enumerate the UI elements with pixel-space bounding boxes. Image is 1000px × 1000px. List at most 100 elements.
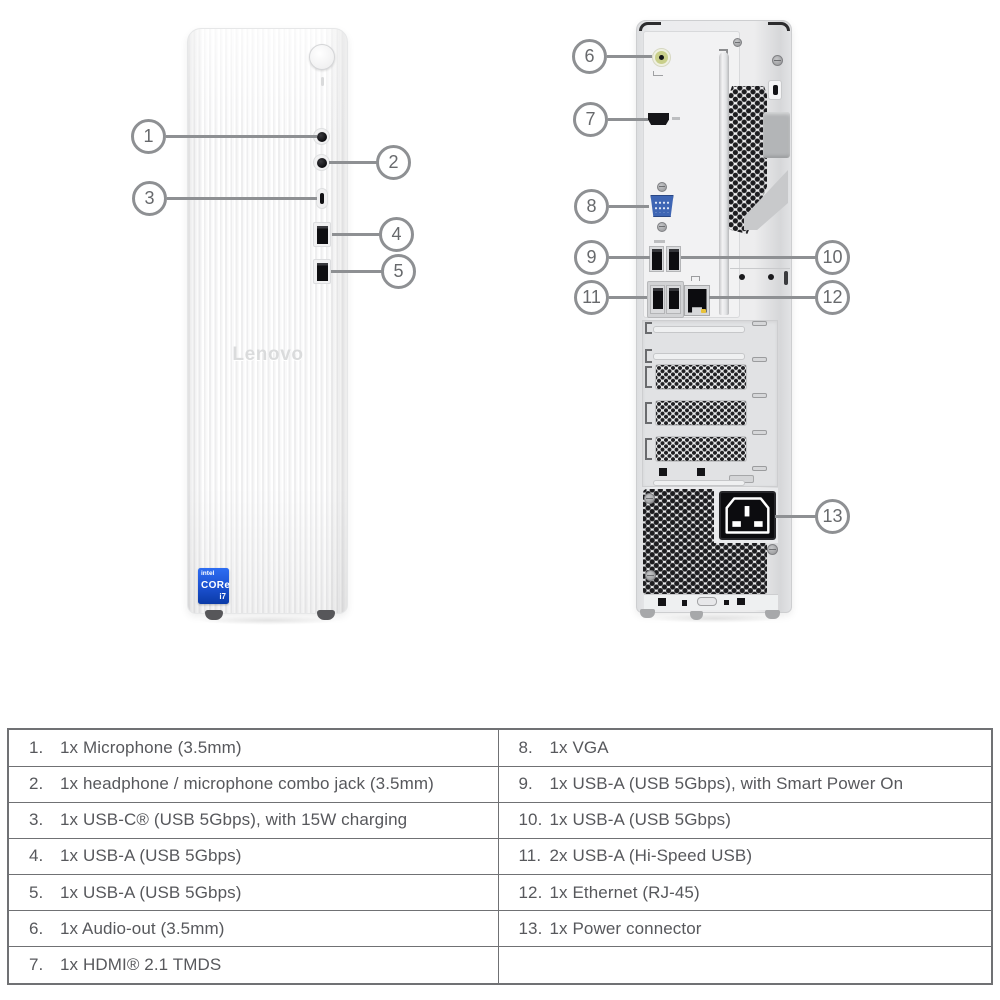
legend-num-12: 12.: [518, 882, 543, 902]
slot-screw-tab-2: [752, 357, 767, 362]
seam-screw-right: [768, 274, 774, 280]
legend-num-10: 10.: [518, 810, 543, 830]
legend-text-4: 1x USB-A (USB 5Gbps): [60, 846, 242, 866]
slot-bracket-4: [645, 402, 652, 424]
leader-line-12: [709, 296, 816, 299]
expansion-slot-strip-2: [653, 353, 745, 360]
side-panel-latch: [763, 112, 790, 158]
back-foot-center: [690, 611, 703, 620]
back-tower-shadow: [646, 614, 784, 623]
front-tower-shadow: [197, 616, 339, 625]
callout-11-number: 11: [582, 287, 601, 307]
legend-cell-9: 9. 1x USB-A (USB 5Gbps), with Smart Power…: [497, 765, 993, 803]
slot-screw-tab-3: [752, 393, 767, 398]
callout-12: 12: [815, 280, 850, 315]
lenovo-logo: Lenovo: [232, 344, 304, 365]
usb-a-port-5: [313, 259, 331, 284]
legend-row-6: 6.1x Audio-out (3.5mm) 13.1x Power conne…: [7, 910, 993, 948]
usb-a-hispeed-port-left: [650, 285, 665, 314]
leader-line-2: [329, 161, 378, 164]
usb-a-port-9: [649, 246, 664, 272]
slot-bracket-1: [645, 322, 652, 334]
legend-num-8: 8.: [518, 737, 533, 757]
back-foot-right: [765, 610, 780, 619]
legend-cell-8: 8.1x VGA: [497, 728, 993, 767]
slot-bracket-2: [645, 349, 652, 363]
legend-text-3: 1x USB-C® (USB 5Gbps), with 15W charging: [60, 810, 408, 830]
screw-top-center: [733, 38, 742, 47]
legend-num-2: 2.: [29, 774, 44, 794]
usb-a-port-10: [666, 246, 681, 272]
slot-bracket-5: [645, 438, 652, 460]
legend-text-9: 1x USB-A (USB 5Gbps), with Smart Power O…: [549, 774, 904, 794]
callout-5-number: 5: [393, 261, 404, 281]
back-top-right-corner-accent: [768, 22, 790, 31]
expansion-screw-right: [697, 468, 705, 476]
usb-c-port: [316, 188, 328, 209]
side-edge-slot: [784, 271, 788, 285]
legend-cell-7: 7.1x HDMI® 2.1 TMDS: [7, 946, 499, 985]
power-button: [309, 44, 335, 70]
legend-num-11: 11.: [518, 846, 542, 866]
back-foot-left: [640, 609, 655, 618]
psu-screw-bottom-left: [645, 570, 656, 581]
callout-3: 3: [132, 181, 167, 216]
back-top-left-corner-accent: [639, 22, 661, 31]
legend-row-2: 2.1x headphone / microphone combo jack (…: [7, 765, 993, 803]
legend-row-5: 5.1x USB-A (USB 5Gbps) 12.1x Ethernet (R…: [7, 874, 993, 912]
legend-cell-2: 2.1x headphone / microphone combo jack (…: [7, 765, 499, 803]
legend-row-4: 4.1x USB-A (USB 5Gbps) 11.2x USB-A (Hi-S…: [7, 837, 993, 876]
power-led-slit: [321, 77, 324, 86]
front-foot-right: [317, 610, 335, 620]
leader-line-9: [609, 256, 650, 259]
intel-badge-brand: intel: [201, 570, 215, 577]
callout-7: 7: [573, 102, 608, 137]
legend-cell-13: 13.1x Power connector: [497, 910, 993, 948]
legend-text-13: 1x Power connector: [549, 918, 702, 938]
expansion-slot-strip-1: [653, 326, 745, 333]
callout-4-number: 4: [391, 224, 402, 244]
legend-text-5: 1x USB-A (USB 5Gbps): [60, 882, 242, 902]
callout-6: 6: [572, 39, 607, 74]
callout-2-number: 2: [388, 152, 399, 172]
callout-2: 2: [376, 145, 411, 180]
front-tower: [187, 28, 348, 614]
legend-num-9: 9.: [518, 774, 533, 794]
callout-8-number: 8: [586, 196, 597, 216]
legend-row-7: 7.1x HDMI® 2.1 TMDS: [7, 946, 993, 985]
callout-11: 11: [574, 280, 609, 315]
vga-port: [650, 195, 674, 217]
intel-badge-i7: i7: [219, 592, 226, 601]
leader-line-13: [775, 515, 816, 518]
legend-cell-3: 3.1x USB-C® (USB 5Gbps), with 15W chargi…: [7, 801, 499, 839]
callout-3-number: 3: [144, 188, 155, 208]
callout-1-number: 1: [143, 126, 154, 146]
vga-screw-top: [657, 182, 667, 192]
legend-text-11: 2x USB-A (Hi-Speed USB): [549, 846, 753, 866]
slot-screw-tab-4: [752, 430, 767, 435]
expansion-slot-cover-1: [655, 364, 747, 390]
pci-retention-rail: [719, 52, 729, 315]
c14-inlet-outline: [725, 497, 770, 534]
legend-num-1: 1.: [29, 737, 44, 757]
leader-line-11: [609, 296, 647, 299]
bottom-connector-3: [724, 600, 729, 605]
legend-cell-5: 5.1x USB-A (USB 5Gbps): [7, 874, 499, 912]
legend-row-3: 3.1x USB-C® (USB 5Gbps), with 15W chargi…: [7, 801, 993, 839]
legend-cell-12: 12.1x Ethernet (RJ-45): [497, 874, 993, 912]
callout-1: 1: [131, 119, 166, 154]
audio-out-port: [652, 48, 671, 67]
callout-8: 8: [574, 189, 609, 224]
callout-13: 13: [815, 499, 850, 534]
bottom-connector-1: [658, 598, 666, 606]
hdmi-port-label: [672, 117, 680, 120]
ethernet-icon: [691, 276, 700, 281]
leader-line-4: [332, 233, 381, 236]
usb-a-port-4: [313, 222, 331, 247]
legend-cell-10: 10.1x USB-A (USB 5Gbps): [497, 801, 993, 839]
bottom-connector-4: [737, 598, 745, 605]
usb-a-hispeed-port-right: [666, 285, 681, 314]
expansion-slot-strip-bottom: [653, 480, 745, 486]
intel-core-i7-badge: intel CORe i7: [198, 568, 230, 604]
